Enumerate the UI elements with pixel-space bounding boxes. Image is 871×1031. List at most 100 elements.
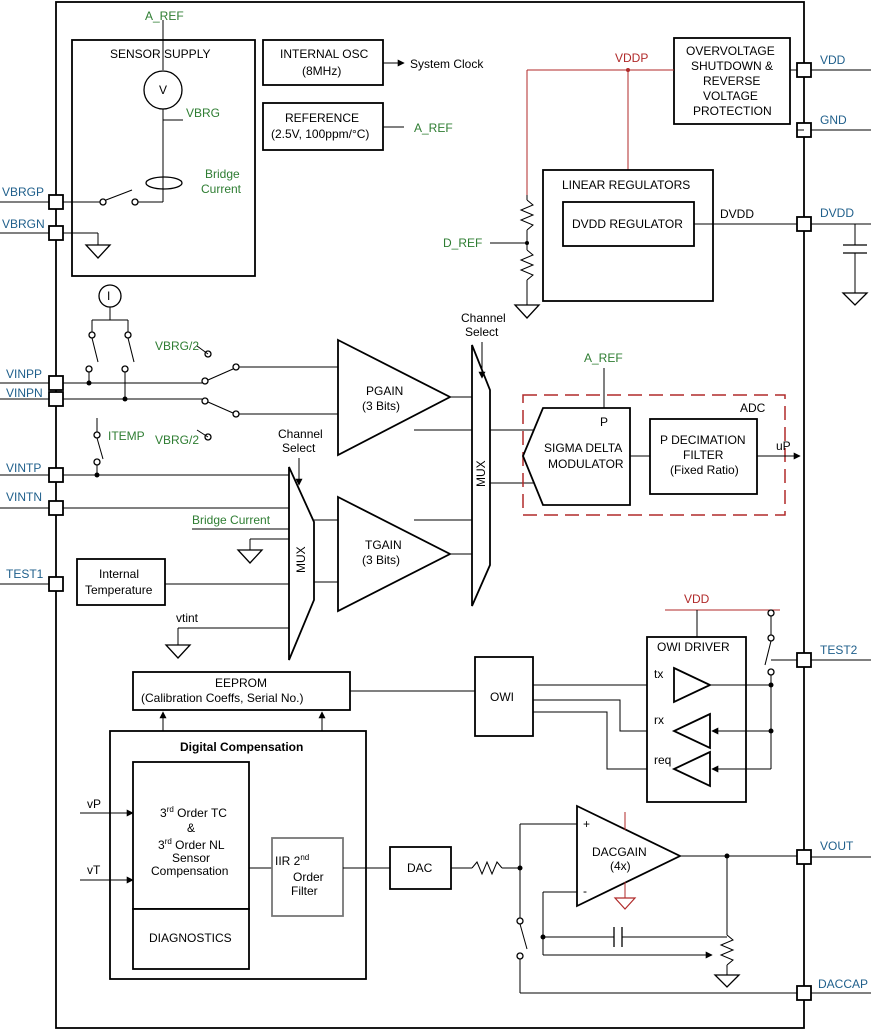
svg-text:Current: Current [201, 182, 242, 196]
svg-text:&: & [187, 821, 195, 835]
svg-text:OWI: OWI [490, 690, 514, 704]
owi-block: OWI [474, 656, 672, 770]
svg-text:IIR 2nd: IIR 2nd [275, 853, 309, 868]
svg-text:Sensor: Sensor [172, 851, 210, 865]
ground-icon [713, 974, 741, 988]
mux-2: MUX Channel Select [461, 311, 544, 607]
svg-text:MUX: MUX [294, 546, 308, 573]
pin-vbrgp: VBRGP [0, 185, 64, 210]
svg-text:(8MHz): (8MHz) [302, 64, 341, 78]
ground-icon [841, 292, 869, 306]
dacgain-amp: DACGAIN (4x) + - [516, 804, 797, 994]
svg-text:VBRG/2: VBRG/2 [155, 433, 199, 447]
svg-text:vT: vT [87, 863, 101, 877]
svg-text:VBRGN: VBRGN [2, 217, 45, 231]
svg-text:VOLTAGE: VOLTAGE [703, 89, 758, 103]
resistor-icon [519, 249, 535, 281]
svg-text:VDD: VDD [820, 53, 846, 67]
svg-text:Filter: Filter [291, 884, 318, 898]
pin-test1: TEST1 [0, 567, 64, 592]
svg-text:SIGMA DELTA: SIGMA DELTA [544, 441, 622, 455]
decimation-filter [649, 418, 758, 495]
svg-text:(3 Bits): (3 Bits) [362, 399, 400, 413]
pin-vintp: VINTP [0, 461, 64, 483]
svg-text:Temperature: Temperature [85, 583, 153, 597]
svg-text:(3 Bits): (3 Bits) [362, 553, 400, 567]
svg-text:3rd Order TC: 3rd Order TC [160, 805, 227, 820]
svg-text:DVDD REGULATOR: DVDD REGULATOR [572, 217, 683, 231]
svg-text:SENSOR SUPPLY: SENSOR SUPPLY [110, 47, 210, 61]
svg-text:VINPP: VINPP [6, 367, 42, 381]
svg-text:(Fixed Ratio): (Fixed Ratio) [670, 463, 739, 477]
svg-text:I: I [107, 289, 110, 303]
svg-text:EEPROM: EEPROM [215, 676, 267, 690]
svg-text:rx: rx [654, 713, 664, 727]
pgain-amp: PGAIN (3 Bits) [337, 338, 472, 457]
svg-text:DAC: DAC [407, 861, 433, 875]
vtint-input: vtint [164, 611, 289, 659]
internal-temperature-block: Internal Temperature [76, 558, 289, 606]
svg-text:OVERVOLTAGE: OVERVOLTAGE [686, 44, 775, 58]
svg-text:VDD: VDD [684, 592, 710, 606]
svg-text:(2.5V, 100ppm/°C): (2.5V, 100ppm/°C) [271, 127, 369, 141]
svg-text:Bridge: Bridge [205, 167, 240, 181]
svg-text:A_REF: A_REF [145, 9, 184, 23]
sigma-delta-modulator [522, 407, 631, 506]
svg-text:D_REF: D_REF [443, 236, 482, 250]
ground-icon [164, 644, 192, 659]
svg-text:MUX: MUX [474, 460, 488, 487]
svg-text:tx: tx [654, 667, 663, 681]
svg-text:Internal: Internal [99, 567, 139, 581]
svg-text:Digital Compensation: Digital Compensation [180, 740, 303, 754]
svg-text:FILTER: FILTER [683, 448, 724, 462]
sensor-supply-block: A_REF SENSOR SUPPLY V VBRG Bridge Curren… [63, 9, 256, 277]
pin-vintn: VINTN [0, 490, 64, 516]
svg-text:OWI DRIVER: OWI DRIVER [657, 640, 730, 654]
svg-text:PGAIN: PGAIN [366, 384, 403, 398]
reference-block: REFERENCE (2.5V, 100ppm/°C) A_REF [262, 102, 453, 151]
adc-block: ADC A_REF P SIGMA DELTA MODULATOR P DECI… [522, 351, 801, 516]
svg-text:req: req [654, 753, 671, 767]
svg-text:VOUT: VOUT [820, 839, 854, 853]
pin-vinpn: VINPN [0, 386, 64, 407]
svg-text:A_REF: A_REF [584, 351, 623, 365]
tgain-amp: TGAIN (3 Bits) [337, 495, 472, 613]
input-switch-network: I VBRG/2 VBRG/2 IT [63, 284, 340, 509]
svg-text:VBRG: VBRG [186, 106, 220, 120]
svg-text:VINPN: VINPN [6, 386, 43, 400]
svg-text:PROTECTION: PROTECTION [693, 104, 772, 118]
svg-text:VBRGP: VBRGP [2, 185, 44, 199]
svg-text:VINTN: VINTN [6, 490, 42, 504]
dvdd-capacitor [811, 223, 869, 306]
resistor-icon [471, 860, 503, 876]
mux-1: MUX Channel Select [278, 427, 338, 661]
ovp-block: OVERVOLTAGE SHUTDOWN & REVERSE VOLTAGE P… [673, 37, 797, 125]
pin-vdd: VDD [796, 53, 871, 78]
switch-icon [105, 189, 133, 201]
pin-vbrgn: VBRGN [0, 217, 64, 241]
pin-gnd: GND [796, 113, 871, 138]
bridge-current-input: Bridge Current [192, 513, 289, 564]
svg-text:P: P [600, 415, 608, 429]
svg-text:REVERSE: REVERSE [703, 74, 760, 88]
svg-text:DVDD: DVDD [820, 206, 854, 220]
dac-block: DAC [389, 846, 520, 890]
pin-daccap: DACCAP [796, 977, 871, 1001]
svg-text:Select: Select [465, 325, 499, 339]
svg-text:VINTP: VINTP [6, 461, 41, 475]
svg-text:TGAIN: TGAIN [365, 538, 402, 552]
owi-driver-block: OWI DRIVER tx rx req VDD [646, 592, 797, 803]
svg-text:vtint: vtint [176, 611, 199, 625]
svg-text:V: V [159, 83, 167, 97]
svg-text:Select: Select [282, 441, 316, 455]
svg-text:VBRG/2: VBRG/2 [155, 339, 199, 353]
svg-text:(Calibration Coeffs, Serial No: (Calibration Coeffs, Serial No.) [141, 691, 304, 705]
svg-text:REFERENCE: REFERENCE [285, 111, 359, 125]
d-ref-divider: D_REF [443, 195, 541, 319]
svg-text:A_REF: A_REF [414, 121, 453, 135]
svg-text:GND: GND [820, 113, 847, 127]
svg-text:DACCAP: DACCAP [818, 977, 868, 991]
current-sense-icon [145, 176, 183, 190]
digital-compensation-block: Digital Compensation 3rd Order TC & 3rd … [80, 730, 390, 980]
